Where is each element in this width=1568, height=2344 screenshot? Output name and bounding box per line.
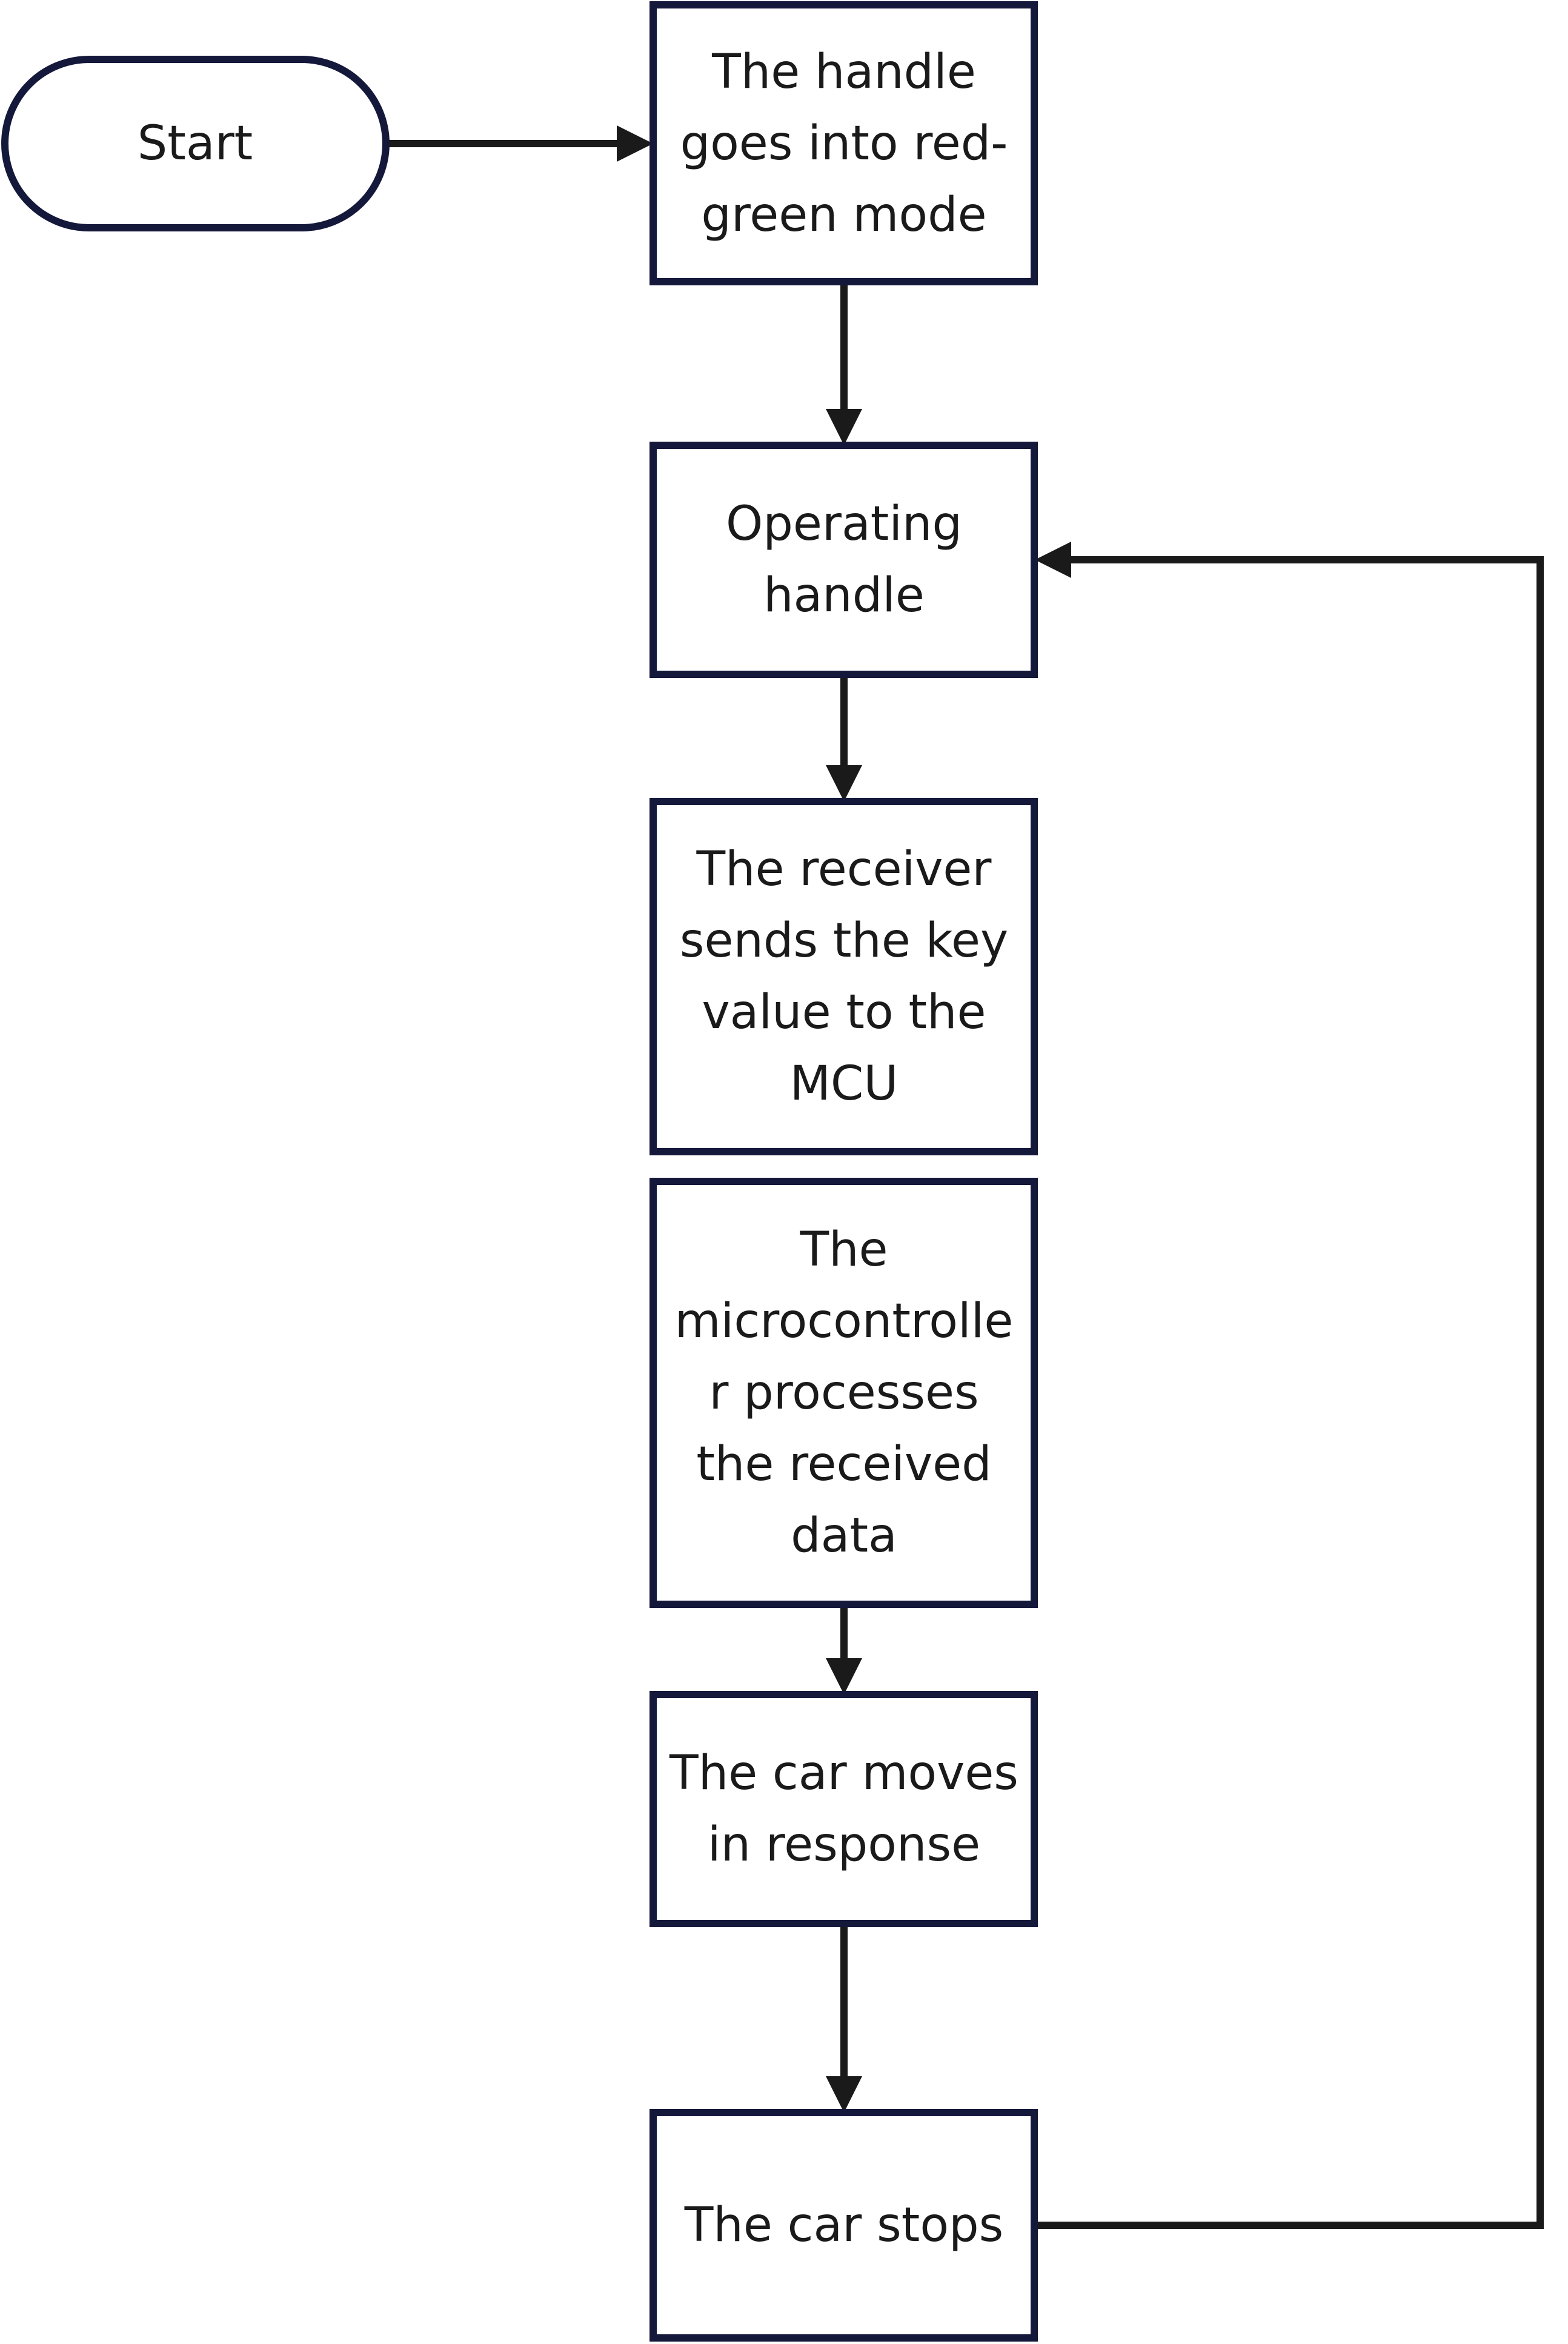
node-label-line: handle (763, 568, 925, 623)
arrow-loop-car-stops-to-operating (1034, 556, 1544, 2229)
node-receiver-sends-shape (649, 798, 1038, 1155)
node-label-line: green mode (701, 188, 986, 242)
node-label-line: The receiver (696, 842, 992, 897)
node-label-line: value to the (702, 985, 986, 1040)
node-car-stops-shape (649, 2109, 1038, 2342)
node-car-moves-shape (649, 1691, 1038, 1927)
arrowhead-operating-to-receiver (826, 765, 862, 802)
arrowhead-car-moves-to-car-stops (826, 2076, 862, 2113)
node-label-line: the received (696, 1437, 991, 1492)
node-start: Start (1, 56, 390, 231)
node-label-line: Start (138, 116, 253, 171)
node-label-line: The (799, 1223, 888, 1277)
node-label-line: goes into red- (680, 116, 1008, 171)
node-handle-mode-shape (649, 1, 1038, 285)
arrowhead-start-to-handle-mode (617, 125, 653, 162)
node-start-shape (1, 56, 390, 231)
node-car-moves-label: The car moves in response (669, 1746, 1018, 1872)
node-label-line: Operating (726, 497, 962, 551)
arrowhead-mcu-to-car-moves (826, 1658, 862, 1695)
node-label-line: The handle (711, 45, 976, 99)
arrowhead-loop-to-operating (1035, 542, 1071, 578)
node-handle-mode: The handle goes into red-green mode (649, 1, 1038, 285)
node-label-line: r processes (709, 1366, 978, 1420)
node-handle-mode-label: The handle goes into red-green mode (680, 45, 1008, 242)
node-mcu-processes-label: The microcontrolle r processes the received… (675, 1223, 1014, 1563)
connectors (386, 125, 1544, 2229)
node-label-line: microcontrolle (675, 1294, 1014, 1349)
node-label-line: sends the key (680, 914, 1008, 968)
node-operating-handle-label: Operating handle (726, 497, 962, 623)
node-start-label: Start (138, 116, 253, 171)
node-label-line: in response (708, 1818, 980, 1872)
node-mcu-processes: The microcontrolle r processes the received… (649, 1178, 1038, 1608)
node-car-stops-label: The car stops (684, 2198, 1004, 2253)
node-label-line: data (791, 1509, 897, 1563)
node-mcu-processes-shape (649, 1178, 1038, 1608)
node-label-line: The car stops (684, 2198, 1004, 2253)
node-operating-handle: Operating handle (649, 442, 1038, 678)
node-car-moves: The car moves in response (649, 1691, 1038, 1927)
node-label-line: MCU (790, 1057, 899, 1111)
node-operating-handle-shape (649, 442, 1038, 678)
arrowhead-handle-mode-to-operating (826, 409, 862, 445)
nodes: Start The handle goes into red-green mode… (1, 1, 1038, 2342)
node-car-stops: The car stops (649, 2109, 1038, 2342)
node-label-line: The car moves (669, 1746, 1018, 1801)
